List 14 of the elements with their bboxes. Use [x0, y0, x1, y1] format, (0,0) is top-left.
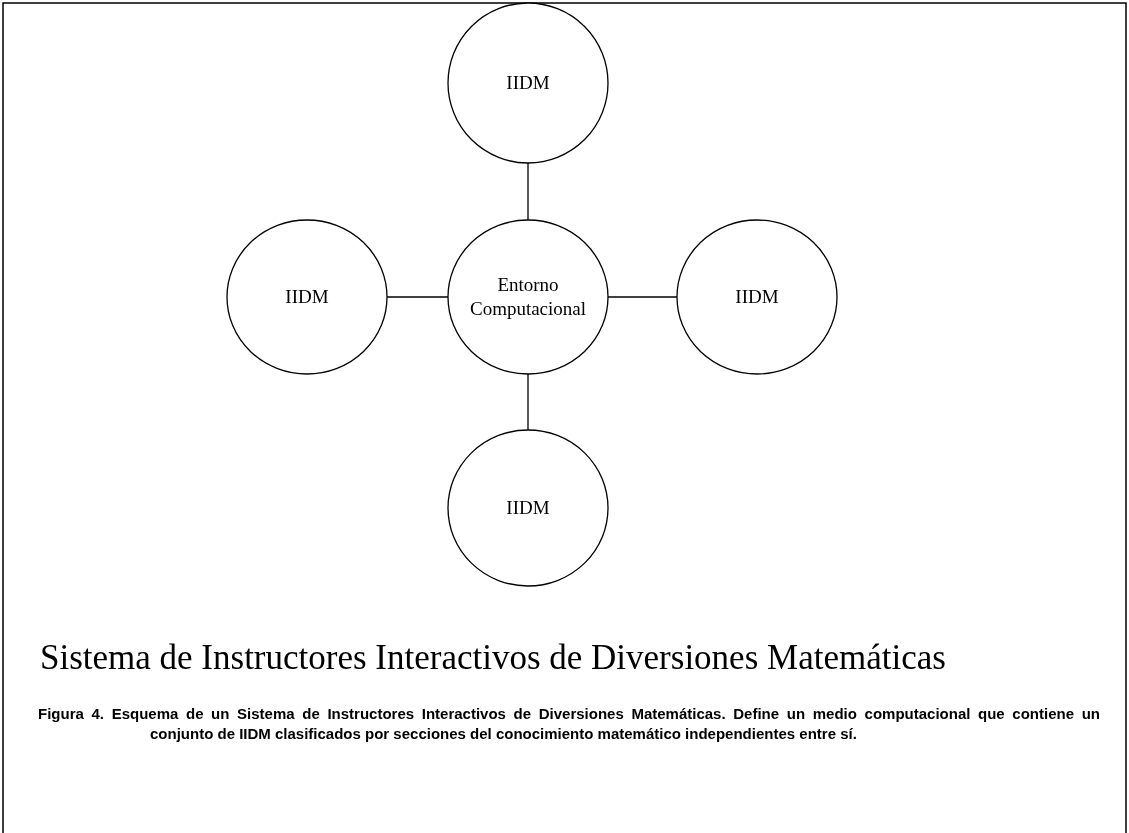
diagram-title: Sistema de Instructores Interactivos de Diversiones Matemáticas [40, 638, 946, 678]
node-label: Entorno Computacional [468, 273, 588, 321]
node-label: IIDM [735, 285, 779, 309]
ellipse-node [677, 220, 837, 374]
ellipse-node [448, 430, 608, 586]
ellipse-node [448, 3, 608, 163]
ellipse-node [448, 220, 608, 374]
ellipse-node [227, 220, 387, 374]
node-label: IIDM [506, 71, 550, 95]
node-label: IIDM [285, 285, 329, 309]
figure-caption: Figura 4. Esquema de un Sistema de Instructores Interactivos de Diversiones Matemáticas. Define un medio computacional que contiene un conjunto de IIDM clasificados por secciones del conocimiento matemático independientes entre sí. [38, 704, 1100, 744]
node-label: IIDM [506, 496, 550, 520]
connector-line [527, 373, 529, 431]
connector-line [527, 162, 529, 221]
